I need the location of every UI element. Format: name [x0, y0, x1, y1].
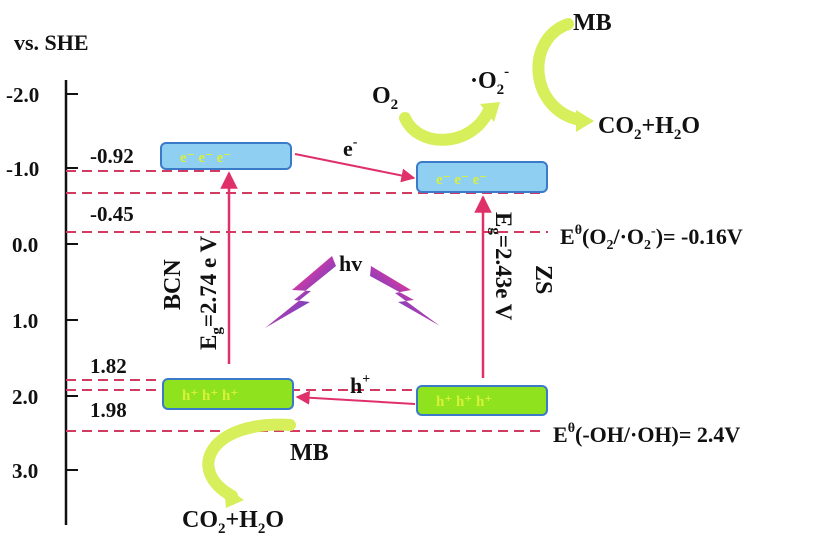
zs-conduction-band [416, 161, 548, 193]
bcn-holes: h⁺ h⁺ h⁺ [182, 388, 238, 404]
oh-potential-label: Eθ(-OH/·OH)= 2.4V [553, 421, 740, 447]
tick-label: -1.0 [6, 157, 39, 181]
bcn-bandgap-label: Eg=2.74 e V [196, 236, 225, 350]
o2-reduction-arrowhead [480, 102, 500, 122]
mb-top-label: MB [573, 10, 612, 36]
hole-transfer-arrow [295, 390, 416, 405]
tick-label: 2.0 [12, 385, 38, 409]
electron-transfer-arrow [294, 153, 416, 183]
bcn-cb-label: -0.92 [90, 144, 134, 168]
o2-label: O2 [372, 83, 398, 113]
axis-title: vs. SHE [14, 30, 89, 55]
co2-h2o-top-label: CO2+H2O [598, 113, 700, 143]
lightning-bolt-icon [265, 256, 336, 328]
mb-bottom-label: MB [290, 440, 329, 466]
o2-potential-label: Eθ(O2/·O2-)= -0.16V [560, 223, 743, 253]
electron-transfer-label: e- [343, 135, 358, 161]
bcn-valence-band [162, 378, 294, 410]
lightning-bolt-icon [370, 266, 440, 326]
mb-bottom-arrowhead [224, 486, 244, 508]
tick-label: -2.0 [6, 83, 39, 107]
hole-transfer-label: h+ [350, 372, 370, 398]
mb-top-degradation-curve [532, 18, 586, 126]
tick-label: 0.0 [12, 233, 38, 257]
bcn-label: BCN [160, 259, 186, 310]
axis-ticks [66, 93, 78, 471]
superoxide-label: ·O2- [470, 64, 509, 98]
zs-label: ZS [530, 265, 556, 294]
bcn-electrons: e⁻ e⁻ e⁻ [180, 150, 231, 166]
tick-label: 3.0 [12, 459, 38, 483]
zs-holes: h⁺ h⁺ h⁺ [436, 394, 492, 410]
co2-h2o-bottom-label: CO2+H2O [182, 507, 284, 537]
bcn-conduction-band [160, 142, 292, 170]
o2-reduction-curve [399, 106, 494, 146]
zs-cb-label: -0.45 [90, 202, 134, 226]
zs-bandgap-label: Eg=2.43e V [487, 212, 516, 321]
zs-vb-label: 1.98 [90, 398, 127, 422]
mb-top-arrowhead [576, 110, 594, 132]
zs-electrons: e⁻ e⁻ e⁻ [436, 172, 487, 188]
zs-valence-band [416, 385, 548, 416]
energy-level-lines [66, 170, 548, 432]
bcn-vb-label: 1.82 [90, 354, 127, 378]
tick-label: 1.0 [12, 309, 38, 333]
mb-bottom-degradation-curve [202, 418, 296, 502]
light-label: hv [339, 251, 362, 276]
